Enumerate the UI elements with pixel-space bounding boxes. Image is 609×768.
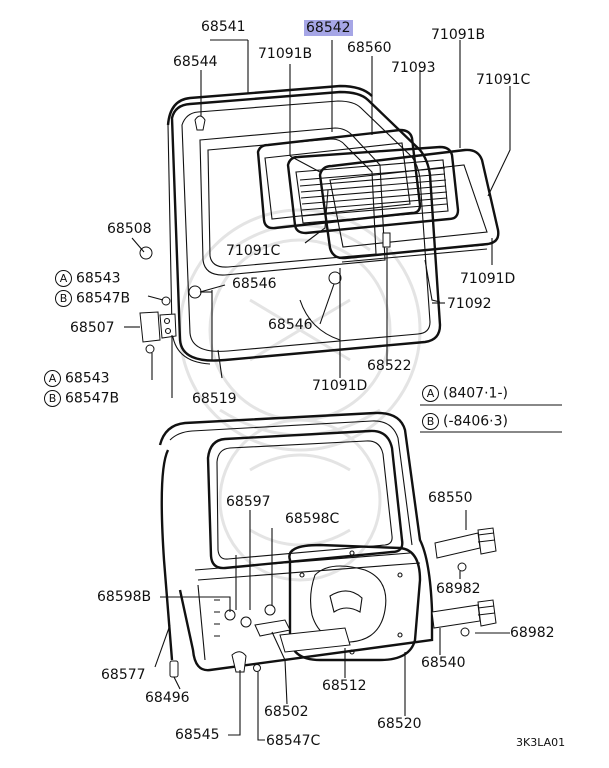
part-label-68541: 68541 bbox=[201, 19, 246, 35]
part-label-68547c: 68547C bbox=[266, 733, 321, 749]
marker-a: A bbox=[55, 270, 72, 287]
marker-b: B bbox=[422, 413, 439, 430]
marker-b: B bbox=[44, 390, 61, 407]
part-label-71091d: 71091D bbox=[460, 271, 516, 287]
part-label-68508: 68508 bbox=[107, 221, 152, 237]
part-label-68519: 68519 bbox=[192, 391, 237, 407]
glass-grid-lines bbox=[299, 167, 448, 217]
legend-a-text: (8407·1-) bbox=[443, 385, 508, 402]
part-label-68546: 68546 bbox=[232, 276, 277, 292]
part-label-68502: 68502 bbox=[264, 704, 309, 720]
part-label-71092: 71092 bbox=[447, 296, 492, 312]
part-label-68982: 68982 bbox=[510, 625, 555, 641]
legend-a: A(8407·1-) bbox=[422, 385, 508, 402]
part-label-68598c: 68598C bbox=[285, 511, 340, 527]
part-label-71091b: 71091B bbox=[258, 46, 313, 62]
marker-a: A bbox=[422, 385, 439, 402]
legend-b: B(-8406·3) bbox=[422, 413, 508, 430]
part-label-68540: 68540 bbox=[421, 655, 466, 671]
legend-b-text: (-8406·3) bbox=[443, 413, 508, 430]
door-stay-68577 bbox=[160, 449, 179, 678]
part-label-68597: 68597 bbox=[226, 494, 271, 510]
part-label-68550: 68550 bbox=[428, 490, 473, 506]
part-label-68982: 68982 bbox=[436, 581, 481, 597]
part-label-71091b: 71091B bbox=[431, 27, 486, 43]
part-label-71091c: 71091C bbox=[476, 72, 531, 88]
upper-door-inner-panel bbox=[170, 90, 442, 379]
part-label-68522: 68522 bbox=[367, 358, 412, 374]
marker-a: A bbox=[44, 370, 61, 387]
part-label-68507: 68507 bbox=[70, 320, 115, 336]
part-label-68545: 68545 bbox=[175, 727, 220, 743]
marker-b: B bbox=[55, 290, 72, 307]
part-label-68496: 68496 bbox=[145, 690, 190, 706]
leader-lines bbox=[124, 39, 511, 741]
part-label-71091c: 71091C bbox=[226, 243, 281, 259]
glass-assembly bbox=[256, 128, 500, 260]
part-label-68546: 68546 bbox=[268, 317, 313, 333]
part-label-68520: 68520 bbox=[377, 716, 422, 732]
legend-underline bbox=[420, 404, 562, 433]
part-label-68544: 68544 bbox=[173, 54, 218, 70]
lower-hinge-68540 bbox=[431, 599, 497, 637]
spare-tire-bracket bbox=[288, 543, 422, 662]
part-label-71091d: 71091D bbox=[312, 378, 368, 394]
part-label-68577: 68577 bbox=[101, 667, 146, 683]
lower-hinge-68550 bbox=[434, 527, 497, 572]
diagram-code: 3K3LA01 bbox=[516, 736, 566, 749]
part-label-68512: 68512 bbox=[322, 678, 367, 694]
clip-68522 bbox=[382, 232, 391, 248]
strip-71092 bbox=[339, 244, 488, 303]
part-label-71093: 71093 bbox=[391, 60, 436, 76]
lower-door-panel bbox=[158, 411, 434, 672]
part-label-68560: 68560 bbox=[347, 40, 392, 56]
part-label-68542-highlighted[interactable]: 68542 bbox=[304, 20, 353, 36]
upper-hinge-68507 bbox=[139, 296, 177, 354]
lower-door-hardware bbox=[214, 599, 351, 673]
part-label-68598b: 68598B bbox=[97, 589, 152, 605]
